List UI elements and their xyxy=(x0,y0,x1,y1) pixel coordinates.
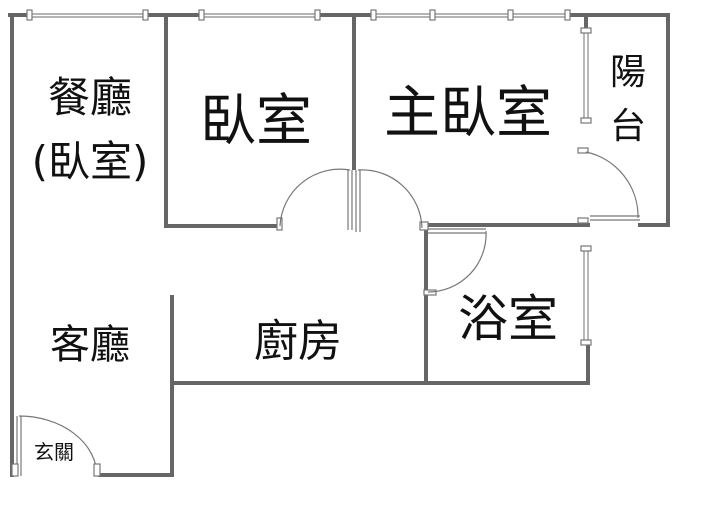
walls xyxy=(8,13,670,477)
top-windows xyxy=(30,13,568,18)
room-label-balcony-sub: 台 xyxy=(610,106,646,147)
room-label-living-room: 客廳 xyxy=(50,322,130,368)
room-label-entrance: 玄關 xyxy=(34,440,74,464)
room-label-bedroom: 臥室 xyxy=(200,89,312,154)
room-label-bathroom: 浴室 xyxy=(458,290,558,348)
room-label-kitchen: 廚房 xyxy=(254,316,342,367)
room-label-dining: 餐廳 xyxy=(48,73,132,122)
side-windows xyxy=(583,30,589,342)
room-label-balcony: 陽 xyxy=(610,52,646,93)
room-label-master-bedroom: 主臥室 xyxy=(384,81,552,146)
doors xyxy=(11,151,640,477)
room-label-dining-sub: (臥室) xyxy=(32,137,149,186)
